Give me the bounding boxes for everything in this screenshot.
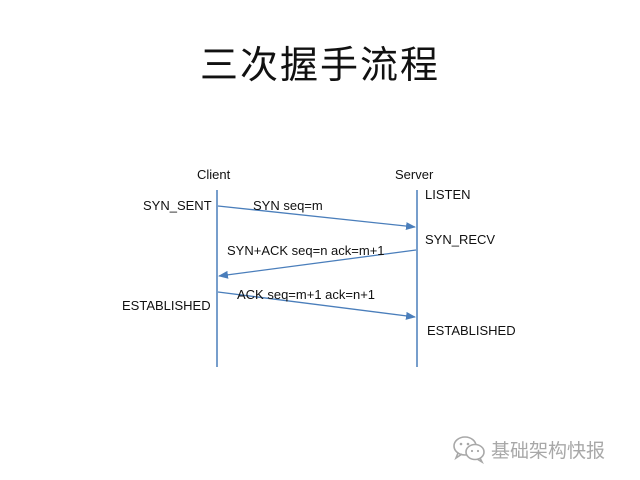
ack-message-label: ACK seq=m+1 ack=n+1 [237, 287, 376, 302]
client-label: Client [197, 167, 231, 182]
syn-arrow [217, 205, 416, 231]
watermark-text: 基础架构快报 [491, 439, 606, 462]
page-title: 三次握手流程 [199, 43, 440, 87]
client-state-syn-sent: SYN_SENT [143, 198, 212, 213]
server-state-established: ESTABLISHED [427, 323, 516, 338]
watermark: 基础架构快报 [452, 434, 605, 464]
client-state-established: ESTABLISHED [122, 298, 211, 313]
server-state-syn-recv: SYN_RECV [425, 232, 496, 247]
ack-arrow [217, 291, 416, 320]
syn-message-label: SYN seq=m [253, 198, 323, 213]
syn-ack-arrow [218, 249, 417, 279]
syn-ack-message-label: SYN+ACK seq=n ack=m+1 [227, 243, 385, 258]
server-label: Server [395, 167, 434, 182]
server-state-listen: LISTEN [425, 187, 471, 202]
wechat-icon [453, 436, 485, 464]
